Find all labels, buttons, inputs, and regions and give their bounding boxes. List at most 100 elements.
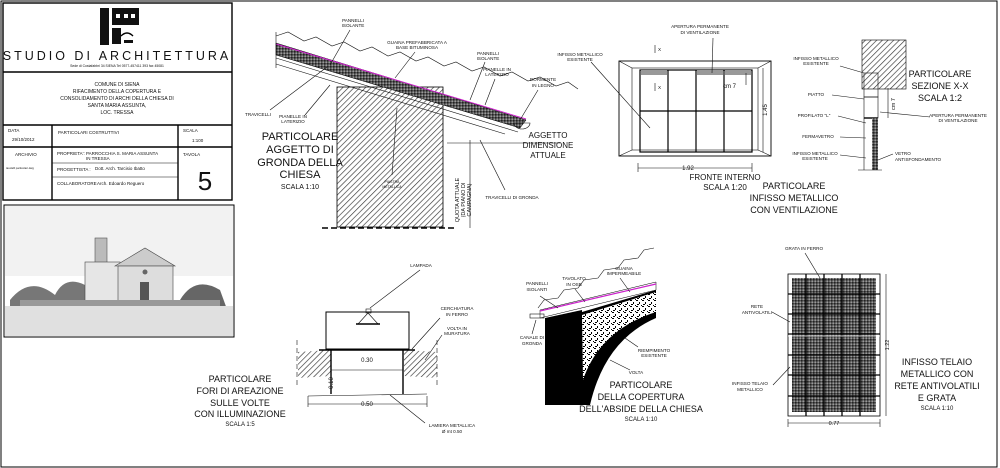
label-pannelli: PANNELLI xyxy=(526,281,548,286)
label-rete: ANTIVOLATILI xyxy=(742,310,772,315)
label-travicelli: TRAVICELLI xyxy=(245,112,271,117)
scala-value: 1:100 xyxy=(192,138,204,143)
grata-title: E GRATA xyxy=(918,393,956,403)
data-value: 29/10/2012 xyxy=(12,137,35,142)
dim-height: 1.22 xyxy=(885,340,891,351)
proprieta-label: PROPRIETA': xyxy=(57,151,85,156)
label-quota: CAMPAGNA) xyxy=(467,183,473,216)
sezione-title: PARTICOLARE xyxy=(909,69,972,79)
title-block: STUDIO DI ARCHITETTURA Sede di Costafabb… xyxy=(2,2,233,201)
dim-cm7: cm 7 xyxy=(723,84,737,90)
proprieta-value: PARROCCHIA S. MARIA ASSUNTA xyxy=(86,151,158,156)
label-pannelli: ISOLANTI xyxy=(527,287,548,292)
dim-width: 0.77 xyxy=(829,421,840,427)
gronda-title: PARTICOLARE xyxy=(262,131,339,143)
label-volta: VOLTA xyxy=(629,370,644,375)
label-guaina: GUAINA xyxy=(615,266,634,271)
label-cerchiatura: CERCHIATURA xyxy=(441,306,475,311)
gronda-title: CHIESA xyxy=(280,169,322,181)
areazione-title: SULLE VOLTE xyxy=(210,398,270,408)
church-photo xyxy=(3,204,235,338)
dim-width: 1.92 xyxy=(682,166,694,172)
label-pianelle: LATERIZIO xyxy=(485,72,509,77)
label-telaio: METALLICO xyxy=(737,387,763,392)
label-pianelle: PIANELLE IN xyxy=(483,67,511,72)
dim-height: 1.45 xyxy=(763,104,769,116)
collaboratore-label: COLLABORATORE xyxy=(57,181,97,186)
label-infisso: INFISSO METALLICO xyxy=(793,56,839,61)
label-riempimento: ESISTENTE xyxy=(641,353,667,358)
infisso-title: INFISSO METALLICO xyxy=(750,193,839,203)
progettista-label: PROGETTISTA : xyxy=(57,167,91,172)
proprieta-value: IN TRESSA xyxy=(86,156,110,161)
areazione-title: FORI DI AREAZIONE xyxy=(196,386,283,396)
gronda-scale: SCALA 1:10 xyxy=(281,184,319,191)
studio-logo xyxy=(100,8,139,45)
label-pannelli: ISOLANTE xyxy=(477,56,500,61)
project-line: RIFACIMENTO DELLA COPERTURA E xyxy=(73,89,162,95)
sezione-xx-detail: INFISSO METALLICO ESISTENTE PIATTO PROFI… xyxy=(792,39,987,171)
scala-label: SCALA xyxy=(183,128,198,133)
front-view-scale: SCALA 1:20 xyxy=(703,183,747,192)
abside-scale: SCALA 1:10 xyxy=(625,417,658,423)
project-line: LOC. TRESSA xyxy=(101,110,135,116)
label-piatto: PIATTO xyxy=(808,92,825,97)
sezione-title: SCALA 1:2 xyxy=(918,93,962,103)
collaboratore-value: Arch. Edoardo Reguero xyxy=(97,181,145,186)
front-view-title: FRONTE INTERNO xyxy=(689,173,760,182)
dim-050: 0.50 xyxy=(361,402,373,408)
label-pannelli: ISOLANTE xyxy=(342,23,365,28)
label-infisso: ESISTENTE xyxy=(567,57,593,62)
label-lampada: LAMPADA xyxy=(410,263,433,268)
grata-title: RETE ANTIVOLATILI xyxy=(894,381,979,391)
gronda-title: AGGETTO DI xyxy=(266,144,334,156)
label-lamiera: LAMIERA METALLICA xyxy=(429,423,476,428)
label-guaina: BASE BITUMINOSA xyxy=(396,45,439,50)
label-canale: CANALE DI xyxy=(520,335,544,340)
label-travicelli-gronda: TRAVICELLI DI GRONDA xyxy=(485,195,539,200)
label-piastra: METALLICA xyxy=(382,185,402,189)
abside-title: DELLA COPERTURA xyxy=(598,392,685,402)
section-mark-x: X xyxy=(658,85,661,90)
archivio-label: ARCHIVIO xyxy=(15,152,37,157)
areazione-title: PARTICOLARE xyxy=(209,374,272,384)
label-pannelli: PANNELLI xyxy=(477,51,499,56)
label-apertura: DI VENTILAZIONE xyxy=(680,30,719,35)
gronda-detail: PANNELLI ISOLANTE GUAINA PREFABBRICATA A… xyxy=(245,18,579,229)
areazione-detail: LAMPADA CERCHIATURA IN FERRO VOLTA IN MU… xyxy=(194,263,476,434)
label-riempimento: RIEMPIMENTO xyxy=(638,348,671,353)
label-volta: MURATURA xyxy=(444,331,471,336)
dim-030: 0.30 xyxy=(361,358,373,364)
infisso-title: PARTICOLARE xyxy=(763,181,826,191)
label-aggetto: DIMENSIONE xyxy=(523,141,574,150)
project-line: CONSOLIDAMENTO DI ARCHI DELLA CHIESA DI xyxy=(60,96,174,102)
tavola-number: 5 xyxy=(198,166,212,196)
dim-cm7: cm 7 xyxy=(891,98,897,110)
studio-name: STUDIO DI ARCHITETTURA xyxy=(3,49,232,63)
areazione-scale: SCALA 1:5 xyxy=(225,422,255,428)
label-profilato: PROFILATO "L" xyxy=(798,113,831,118)
label-apertura: APERTURA PERMANENTE xyxy=(671,24,729,29)
label-quota: QUOTA ATTUALE xyxy=(455,177,461,222)
label-infisso: ESISTENTE xyxy=(802,156,828,161)
studio-address: Sede di Costafabbri 34 SIENA Tel 0577-45… xyxy=(70,64,164,68)
archivio-code: tavola5 particolari.dwg xyxy=(6,166,34,170)
project-line: SANTA MARIA ASSUNTA, xyxy=(88,103,147,109)
grata-scale: SCALA 1:10 xyxy=(921,406,954,412)
label-quota: (DA PIANO DI xyxy=(461,182,467,217)
sezione-title: SEZIONE X-X xyxy=(911,81,968,91)
label-guaina: GUAINA PREFABBRICATA A xyxy=(387,40,448,45)
progettista-value: Dott. Arch. Tarcisio Ibatto xyxy=(95,166,145,171)
label-dormente: IN LEGNO xyxy=(532,83,554,88)
membrane-line xyxy=(539,283,657,312)
membrane-line xyxy=(275,43,527,120)
abside-title: PARTICOLARE xyxy=(610,380,673,390)
label-vetro: ANTISFONDAMENTO xyxy=(895,157,942,162)
label-volta: VOLTA IN xyxy=(447,326,467,331)
label-piastra: PIASTRA xyxy=(385,180,401,184)
label-canale: GRONDA xyxy=(522,341,543,346)
infisso-front-view: APERTURA PERMANENTE DI VENTILAZIONE INFI… xyxy=(557,24,838,215)
label-telaio: INFISSO TELAIO xyxy=(732,381,768,386)
abside-detail: GUAINA IMPERMEABILE TAVOLATO IN OSB PANN… xyxy=(520,247,703,423)
